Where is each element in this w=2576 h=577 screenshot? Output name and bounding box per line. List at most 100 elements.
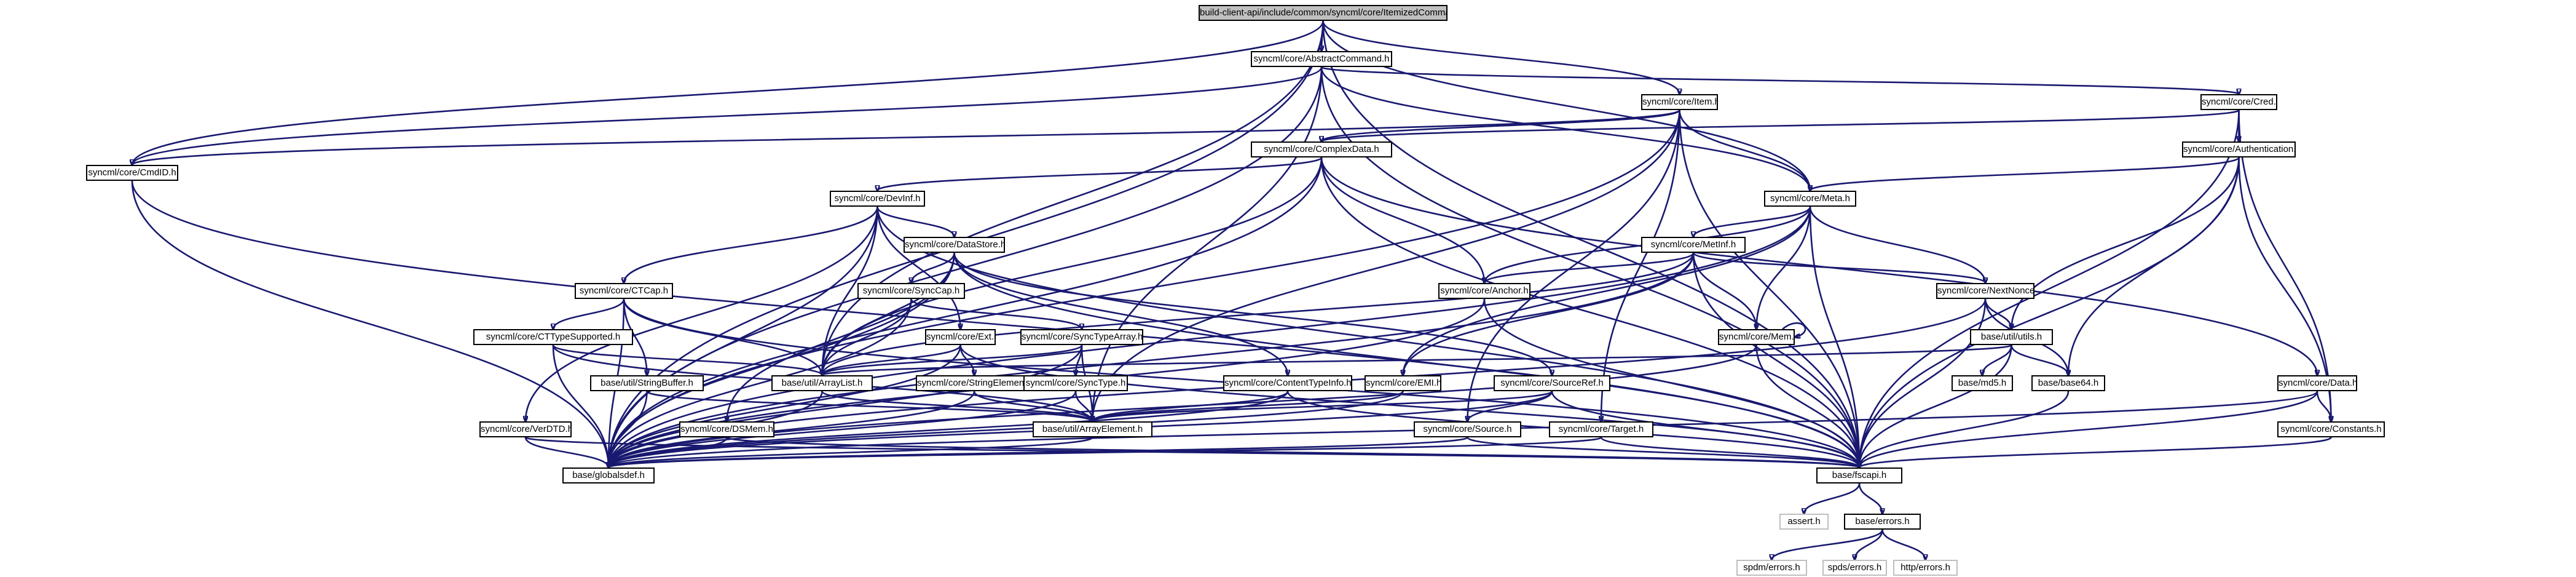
edge-datastore-to-contenttypeinfo	[953, 252, 1288, 375]
edge-base64-to-fscapi	[1859, 391, 2070, 468]
node-source[interactable]: syncml/core/Source.h	[1414, 421, 1521, 437]
node-synccap[interactable]: syncml/core/SyncCap.h	[857, 283, 965, 299]
node-contenttypeinfo[interactable]: syncml/core/ContentTypeInfo.h	[1223, 375, 1352, 391]
node-ctcap[interactable]: syncml/core/CTCap.h	[575, 283, 673, 299]
node-arraylist[interactable]: base/util/ArrayList.h	[771, 375, 873, 391]
edge-cmdid-to-globalsdef	[131, 180, 609, 468]
edge-cred-to-fscapi	[1859, 109, 2240, 468]
node-globalsdef[interactable]: base/globalsdef.h	[562, 468, 655, 483]
edge-item-to-fscapi	[1679, 109, 1860, 468]
node-arrayelement[interactable]: base/util/ArrayElement.h	[1033, 421, 1152, 437]
edge-item-to-target	[1601, 109, 1680, 421]
edge-synctype-to-globalsdef	[609, 391, 1077, 468]
edge-complexdata-to-globalsdef	[609, 157, 1323, 468]
edge-abstractcommand-to-arrayelement	[1093, 66, 1323, 421]
edge-devinf-to-verdtd	[526, 206, 878, 421]
edge-nextnonce-to-utils	[1984, 298, 2012, 329]
edge-fscapi-to-errors	[1858, 483, 1883, 514]
node-target[interactable]: syncml/core/Target.h	[1549, 421, 1653, 437]
edge-errors-to-spdmerrors	[1772, 529, 1883, 560]
node-synctype[interactable]: syncml/core/SyncType.h	[1023, 375, 1128, 391]
edge-abstractcommand-to-cred	[1320, 66, 2239, 94]
node-httperrors: http/errors.h	[1893, 560, 1958, 576]
edge-synccap-to-synctypearray	[910, 298, 1082, 329]
edge-ctcap-to-ctypesupported	[553, 298, 625, 329]
edge-fscapi-to-assert	[1804, 483, 1861, 514]
edge-sourceref-to-source	[1468, 391, 1553, 421]
edge-stringbuffer-to-globalsdef	[609, 391, 648, 468]
node-anchor[interactable]: syncml/core/Anchor.h	[1438, 283, 1530, 299]
node-stringbuffer[interactable]: base/util/StringBuffer.h	[590, 375, 704, 391]
node-data[interactable]: syncml/core/Data.h	[2277, 375, 2357, 391]
edge-meta-to-mem	[1757, 206, 1811, 329]
edge-utils-to-base64	[2011, 344, 2069, 375]
edge-sourceref-to-fscapi	[1551, 391, 1859, 468]
edge-authentication-to-meta	[1810, 156, 2240, 192]
edge-meta-to-nextnonce	[1809, 206, 1985, 283]
edge-constants-to-fscapi	[1859, 436, 2332, 469]
edge-stringbuffer-to-arrayelement	[646, 390, 1093, 423]
node-authentication[interactable]: syncml/core/Authentication.h	[2182, 141, 2296, 157]
edge-mem-to-fscapi	[1755, 344, 1860, 468]
edge-dsmem-to-globalsdef	[609, 437, 728, 468]
edge-authentication-to-base64	[2068, 157, 2240, 375]
edge-metinf-to-globalsdef	[609, 252, 1695, 468]
node-item[interactable]: syncml/core/Item.h	[1641, 94, 1718, 110]
edge-root-to-arraylist	[822, 20, 1324, 375]
edge-devinf-to-globalsdef	[609, 206, 878, 468]
edge-authentication-to-constants	[2238, 157, 2331, 421]
node-ext[interactable]: syncml/core/Ext.h	[925, 329, 996, 345]
edge-data-to-constants	[2316, 391, 2331, 421]
node-spdmerrors: spdm/errors.h	[1736, 560, 1807, 576]
node-devinf[interactable]: syncml/core/DevInf.h	[830, 191, 925, 207]
node-dsmem[interactable]: syncml/core/DSMem.h	[679, 421, 774, 437]
edge-ext-to-arraylist	[822, 344, 961, 375]
node-emi[interactable]: syncml/core/EMI.h	[1365, 375, 1441, 391]
edge-source-to-fscapi	[1467, 436, 1860, 469]
node-spdserrors: spds/errors.h	[1822, 560, 1887, 576]
node-nextnonce[interactable]: syncml/core/NextNonce.h	[1936, 283, 2034, 299]
edge-synctypearray-to-arraylist	[822, 344, 1083, 376]
node-datastore[interactable]: syncml/core/DataStore.h	[904, 237, 1005, 253]
edge-contenttypeinfo-to-arrayelement	[1093, 391, 1289, 421]
edge-utils-to-arraylist	[822, 344, 2012, 375]
edge-item-to-meta	[1679, 109, 1811, 191]
node-stringelement[interactable]: syncml/core/StringElement.h	[916, 375, 1033, 391]
edge-dsmem-to-fscapi	[726, 436, 1860, 468]
node-meta[interactable]: syncml/core/Meta.h	[1764, 191, 1856, 207]
node-cmdid[interactable]: syncml/core/CmdID.h	[86, 165, 178, 181]
edge-complexdata-to-anchor	[1320, 157, 1484, 283]
node-md5[interactable]: base/md5.h	[1952, 375, 2013, 391]
edge-authentication-to-utils	[2012, 157, 2240, 329]
node-metinf[interactable]: syncml/core/MetInf.h	[1641, 237, 1746, 253]
node-complexdata[interactable]: syncml/core/ComplexData.h	[1251, 141, 1392, 157]
edge-abstractcommand-to-cmdid	[132, 66, 1323, 165]
node-utils[interactable]: base/util/utils.h	[1970, 329, 2053, 345]
edge-mem-to-mem	[1782, 322, 1806, 337]
edge-abstractcommand-to-meta	[1320, 66, 1810, 191]
node-abstractcommand[interactable]: syncml/core/AbstractCommand.h	[1251, 51, 1392, 67]
node-sourceref[interactable]: syncml/core/SourceRef.h	[1494, 375, 1610, 391]
node-synctypearray[interactable]: syncml/core/SyncTypeArray.h	[1020, 329, 1143, 345]
node-fscapi[interactable]: base/fscapi.h	[1816, 468, 1902, 483]
edge-item-to-arrayelement	[1093, 109, 1680, 421]
edge-ctypesupported-to-globalsdef	[552, 344, 609, 468]
node-errors[interactable]: base/errors.h	[1844, 514, 1921, 530]
edge-complexdata-to-devinf	[878, 156, 1323, 192]
node-constants[interactable]: syncml/core/Constants.h	[2277, 421, 2385, 437]
node-ctypesupported[interactable]: syncml/core/CTTypeSupported.h	[473, 329, 633, 345]
node-base64[interactable]: base/base64.h	[2031, 375, 2105, 391]
node-cred[interactable]: syncml/core/Cred.h	[2200, 94, 2277, 110]
edge-arraylist-to-arrayelement	[821, 390, 1093, 423]
edge-metinf-to-mem	[1692, 252, 1757, 329]
edge-data-to-fscapi	[1859, 391, 2318, 468]
node-mem[interactable]: syncml/core/Mem.h	[1718, 329, 1795, 345]
edge-stringelement-to-arrayelement	[973, 391, 1093, 421]
edge-arrayelement-to-globalsdef	[609, 436, 1093, 469]
edge-target-to-globalsdef	[609, 436, 1602, 468]
node-verdtd[interactable]: syncml/core/VerDTD.h	[479, 421, 572, 437]
edge-utils-to-fscapi	[1859, 344, 2012, 468]
edge-errors-to-spdserrors	[1855, 529, 1883, 560]
edge-item-to-source	[1468, 109, 1680, 421]
